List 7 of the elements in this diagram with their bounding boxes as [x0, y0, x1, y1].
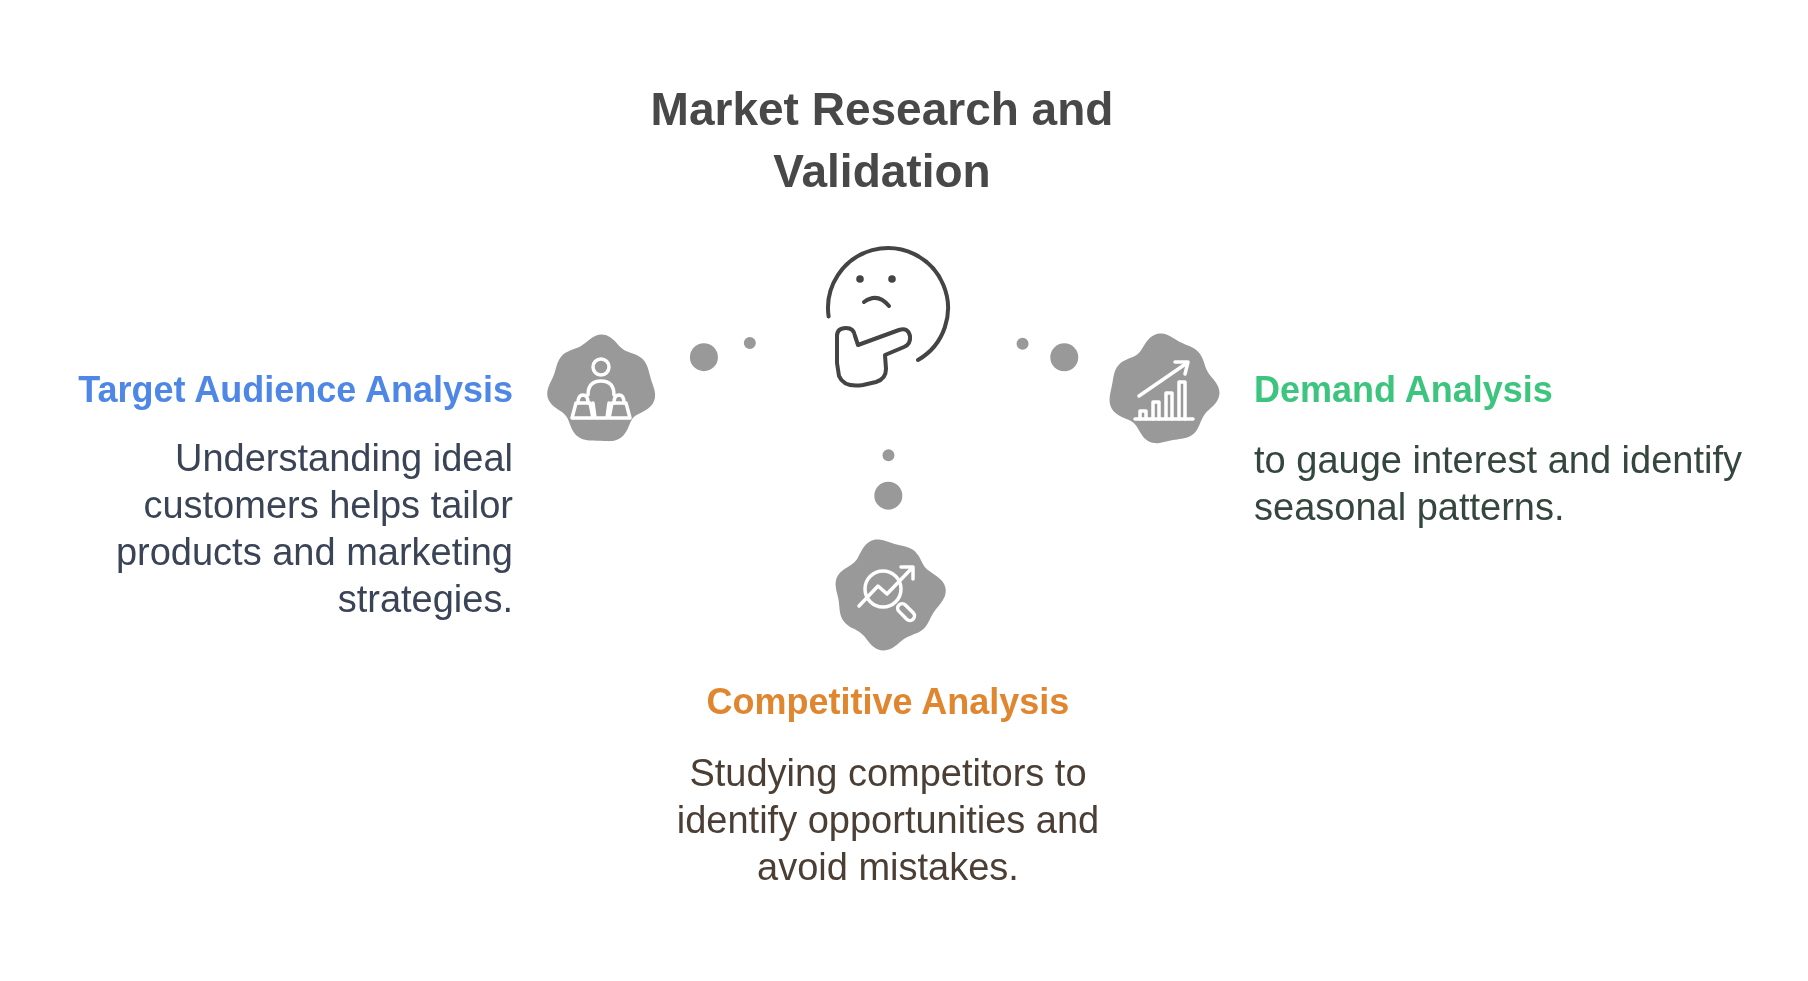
description-text: Understanding ideal customers helps tailor products and marketing strategies. — [114, 436, 513, 622]
description-text: Studying competitors to identify opportunities and avoid mistakes. — [675, 751, 1101, 890]
section-heading: Target Audience Analysis — [78, 368, 513, 412]
section-heading: Competitive Analysis — [706, 680, 1070, 724]
description-text: to gauge interest and identify seasonal patterns. — [1254, 438, 1743, 530]
diagram-title: Market Research and Validation — [649, 82, 1115, 199]
section-heading: Demand Analysis — [1254, 368, 1553, 412]
